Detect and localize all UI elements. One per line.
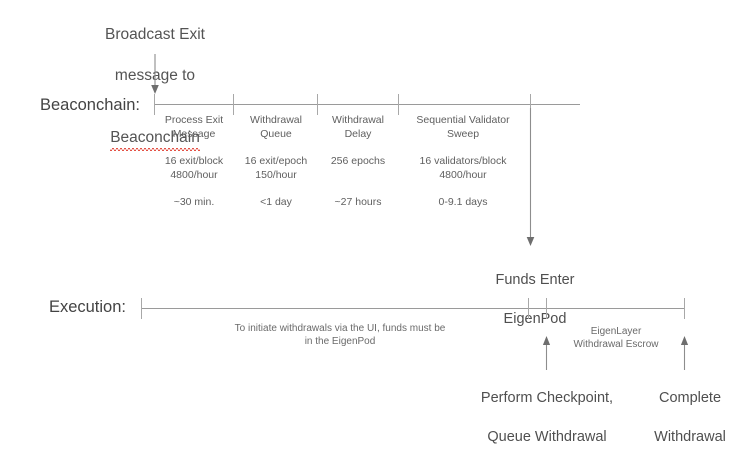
funds-enter-line-2: EigenPod (503, 310, 567, 327)
beaconchain-phase-1-duration: <1 day (260, 196, 292, 208)
perform-checkpoint-arrow (539, 336, 555, 370)
broadcast-exit-line-3: Beaconchain (110, 128, 200, 151)
beaconchain-tick-4 (530, 94, 531, 115)
beaconchain-phase-0-name: Process Exit Message (164, 114, 224, 140)
execution-tick-funds-arrival (528, 298, 529, 319)
event-complete-withdrawal-label: Complete Withdrawal (633, 370, 738, 466)
beaconchain-phase-2-rate: 256 epochs (330, 155, 386, 167)
beaconchain-phase-3-name: Sequential Validator Sweep (416, 114, 510, 140)
beaconchain-phase-1-rate: 16 exit/epoch 150/hour (244, 155, 308, 181)
broadcast-to-beaconchain-arrow (147, 54, 163, 96)
beaconchain-phase-3-rate: 16 validators/block 4800/hour (419, 155, 507, 181)
complete-withdrawal-arrow (677, 336, 693, 370)
beaconchain-phase-2-duration: ~27 hours (334, 196, 382, 208)
beaconchain-tick-1 (233, 94, 234, 115)
eigenlayer-escrow-label: EigenLayer Withdrawal Escrow (573, 326, 659, 351)
beaconchain-tick-2 (317, 94, 318, 115)
withdrawal-timeline-diagram: Broadcast Exit message to Beaconchain Be… (40, 4, 726, 445)
broadcast-exit-line-2: message to (114, 66, 196, 84)
funds-enter-eigenpod-label: Funds Enter EigenPod (460, 252, 610, 348)
beaconchain-phase-2-name: Withdrawal Delay (332, 114, 384, 140)
beaconchain-phase-0-duration: ~30 min. (173, 196, 215, 208)
event-1-line-1: Complete (658, 390, 722, 407)
event-1-line-2: Withdrawal (654, 428, 726, 445)
execution-tick-start (141, 298, 142, 319)
broadcast-exit-line-3-wrapper: Beaconchain (60, 107, 250, 151)
beaconchain-phase-3-duration: 0-9.1 days (438, 196, 488, 208)
execution-row-label: Execution: (48, 298, 126, 316)
beaconchain-phase-0-rate: 16 exit/block 4800/hour (164, 155, 224, 181)
beaconchain-row-label: Beaconchain: (40, 96, 140, 114)
broadcast-exit-annotation: Broadcast Exit message to Beaconchain (60, 4, 250, 169)
beaconchain-tick-3 (398, 94, 399, 115)
broadcast-exit-line-1: Broadcast Exit (105, 25, 205, 43)
beaconchain-tick-0 (154, 94, 155, 115)
beaconchain-axis-line (154, 104, 580, 105)
event-0-line-2: Queue Withdrawal (487, 428, 607, 445)
event-perform-checkpoint-label: Perform Checkpoint, Queue Withdrawal (460, 370, 634, 466)
execution-axis-line (141, 308, 685, 309)
execution-tick-complete (684, 298, 685, 319)
funds-enter-eigenpod-arrow (523, 108, 539, 248)
funds-enter-line-1: Funds Enter (495, 272, 575, 289)
execution-note: To initiate withdrawals via the UI, fund… (234, 323, 446, 348)
beaconchain-phase-1-name: Withdrawal Queue (250, 114, 302, 140)
event-0-line-1: Perform Checkpoint, (480, 390, 614, 407)
execution-tick-checkpoint (546, 298, 547, 319)
